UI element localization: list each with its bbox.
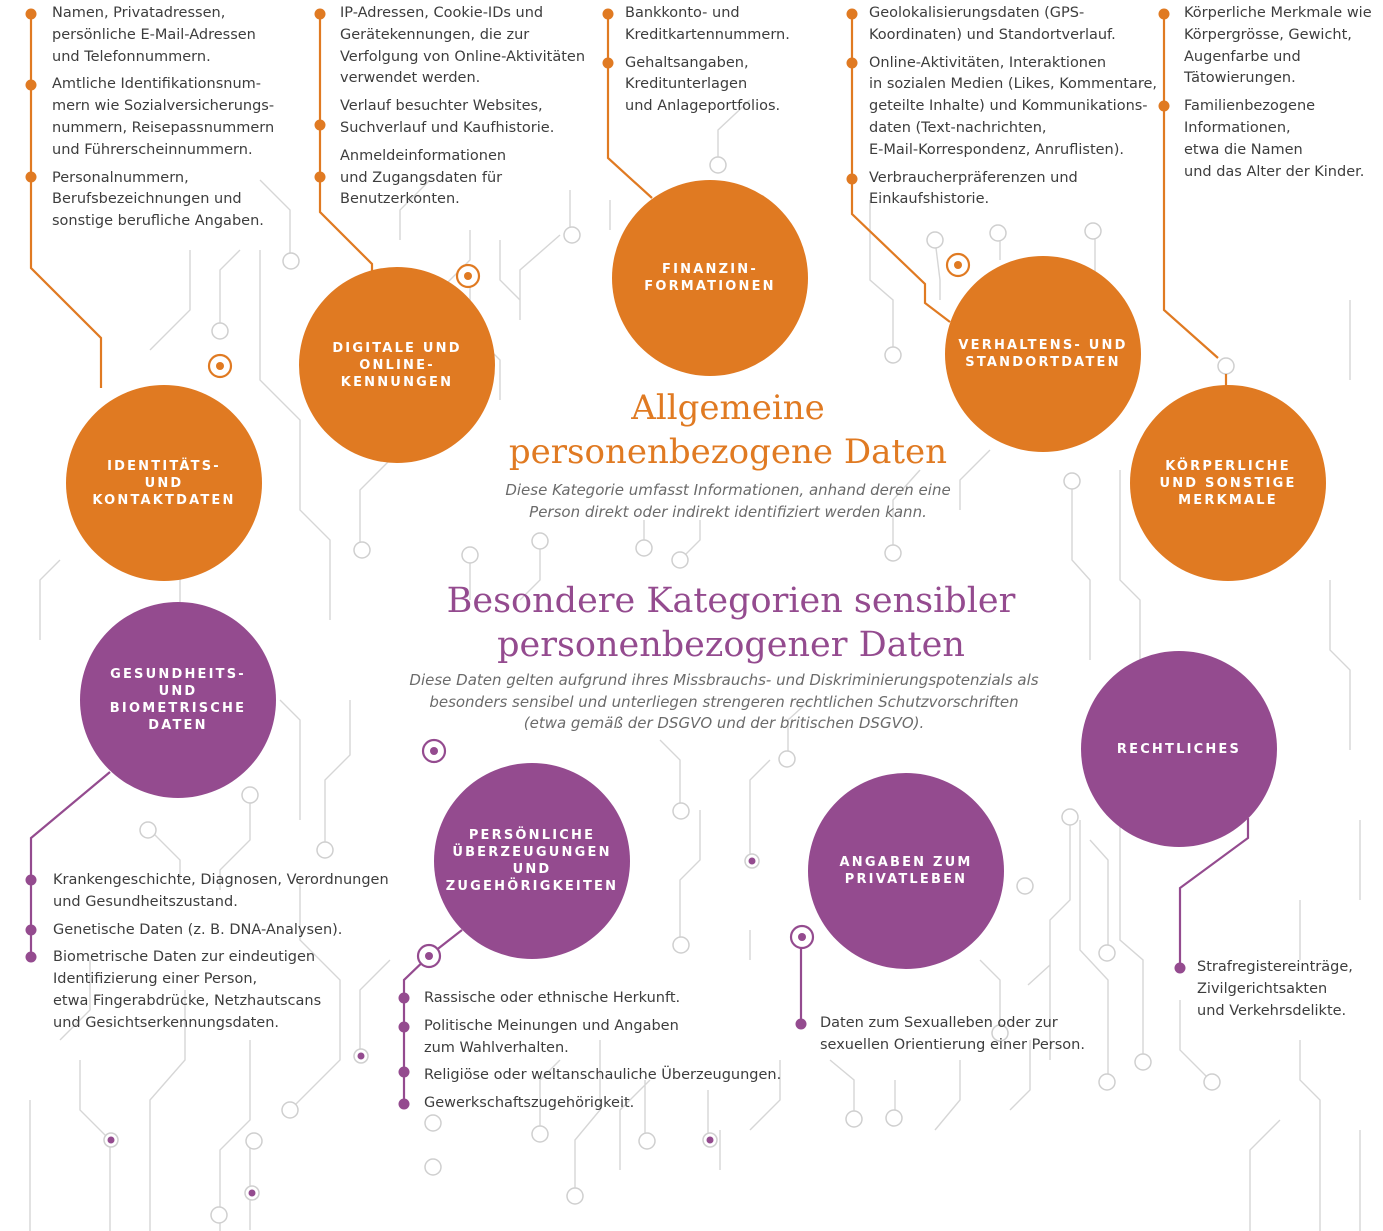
list-item: Rassische oder ethnische Herkunft.: [424, 990, 681, 1006]
digital-identifiers-list: IP-Adressen, Cookie-IDs und Gerätekennun…: [340, 3, 605, 217]
list-item: Gehaltsangaben, Kreditunterlagen und Anl…: [625, 54, 781, 115]
list-item: Online-Aktivitäten, Interaktionen in soz…: [869, 54, 1158, 158]
general-data-description: Diese Kategorie umfasst Informationen, a…: [505, 481, 951, 521]
list-item: Anmeldeinformationen und Zugangsdaten fü…: [340, 147, 507, 208]
identity-contact-list: Namen, Privatadressen, persönliche E-Mai…: [52, 3, 302, 239]
beliefs-affiliations-circle: PERSÖNLICHE ÜBERZEUGUNGEN UND ZUGEHÖRIGK…: [434, 763, 630, 959]
list-item: Verlauf besuchter Websites, Suchverlauf …: [340, 98, 555, 136]
physical-traits-circle: KÖRPERLICHE UND SONSTIGE MERKMALE: [1130, 385, 1326, 581]
private-life-list: Daten zum Sexualleben oder zur sexuellen…: [820, 1013, 1110, 1063]
list-item: Daten zum Sexualleben oder zur sexuellen…: [820, 1015, 1085, 1053]
list-item: Personalnummern, Berufsbezeichnungen und…: [52, 169, 264, 230]
special-data-title: Besondere Kategorien sensibler personenb…: [446, 581, 1016, 665]
health-biometric-circle: GESUNDHEITS- UND BIOMETRISCHE DATEN: [80, 602, 276, 798]
list-item: Biometrische Daten zur eindeutigen Ident…: [53, 949, 322, 1031]
list-item: IP-Adressen, Cookie-IDs und Gerätekennun…: [340, 5, 586, 87]
list-item: Bankkonto- und Kreditkartennummern.: [625, 5, 790, 43]
health-biometric-list: Krankengeschichte, Diagnosen, Verordnung…: [53, 870, 393, 1041]
financial-info-list: Bankkonto- und Kreditkartennummern. Geha…: [625, 3, 825, 124]
financial-info-circle: FINANZIN- FORMATIONEN: [612, 180, 808, 376]
behavior-location-label: VERHALTENS- UND STANDORTDATEN: [958, 338, 1128, 370]
behavior-location-circle: VERHALTENS- UND STANDORTDATEN: [945, 256, 1141, 452]
financial-info-label: FINANZIN- FORMATIONEN: [644, 262, 776, 294]
list-item: Verbraucherpräferenzen und Einkaufshisto…: [869, 169, 1078, 208]
special-data-description: Diese Daten gelten aufgrund ihres Missbr…: [409, 671, 1039, 732]
list-item: Gewerkschaftszugehörigkeit.: [424, 1095, 635, 1112]
list-item: Amtliche Identifikationsnum- mern wie So…: [52, 76, 275, 158]
physical-traits-list: Körperliche Merkmale wie Körpergrösse, G…: [1184, 3, 1382, 189]
list-item: Politische Meinungen und Angaben zum Wah…: [424, 1017, 679, 1056]
legal-label: RECHTLICHES: [1116, 741, 1242, 757]
list-item: Körperliche Merkmale wie Körpergrösse, G…: [1184, 5, 1372, 87]
list-item: Namen, Privatadressen, persönliche E-Mai…: [52, 5, 256, 65]
list-item: Religiöse oder weltanschauliche Überzeug…: [424, 1067, 782, 1084]
behavior-location-list: Geolokalisierungsdaten (GPS- Koordinaten…: [869, 3, 1169, 217]
private-life-circle: ANGABEN ZUM PRIVATLEBEN: [808, 773, 1004, 969]
list-item: Genetische Daten (z. B. DNA-Analysen).: [53, 921, 343, 938]
general-data-title: Allgemeine personenbezogene Daten: [508, 388, 948, 472]
private-life-label: ANGABEN ZUM PRIVATLEBEN: [839, 855, 973, 887]
list-item: Familienbezogene Informationen, etwa die…: [1184, 98, 1365, 180]
identity-contact-label: IDENTITÄTS- UND KONTAKTDATEN: [92, 458, 236, 508]
list-item: Strafregistereinträge, Zivilgerichtsakte…: [1197, 959, 1353, 1019]
legal-circle: RECHTLICHES: [1081, 651, 1277, 847]
digital-identifiers-circle: DIGITALE UND ONLINE- KENNUNGEN: [299, 267, 495, 463]
list-item: Krankengeschichte, Diagnosen, Verordnung…: [53, 872, 389, 910]
health-biometric-label: GESUNDHEITS- UND BIOMETRISCHE DATEN: [109, 667, 247, 733]
beliefs-affiliations-label: PERSÖNLICHE ÜBERZEUGUNGEN UND ZUGEHÖRIGK…: [445, 828, 619, 894]
list-item: Geolokalisierungsdaten (GPS- Koordinaten…: [869, 5, 1116, 43]
beliefs-affiliations-list: Rassische oder ethnische Herkunft. Polit…: [424, 988, 789, 1121]
physical-traits-label: KÖRPERLICHE UND SONSTIGE MERKMALE: [1159, 458, 1297, 508]
digital-identifiers-label: DIGITALE UND ONLINE- KENNUNGEN: [332, 340, 462, 390]
legal-list: Strafregistereinträge, Zivilgerichtsakte…: [1197, 957, 1377, 1028]
identity-contact-circle: IDENTITÄTS- UND KONTAKTDATEN: [66, 385, 262, 581]
